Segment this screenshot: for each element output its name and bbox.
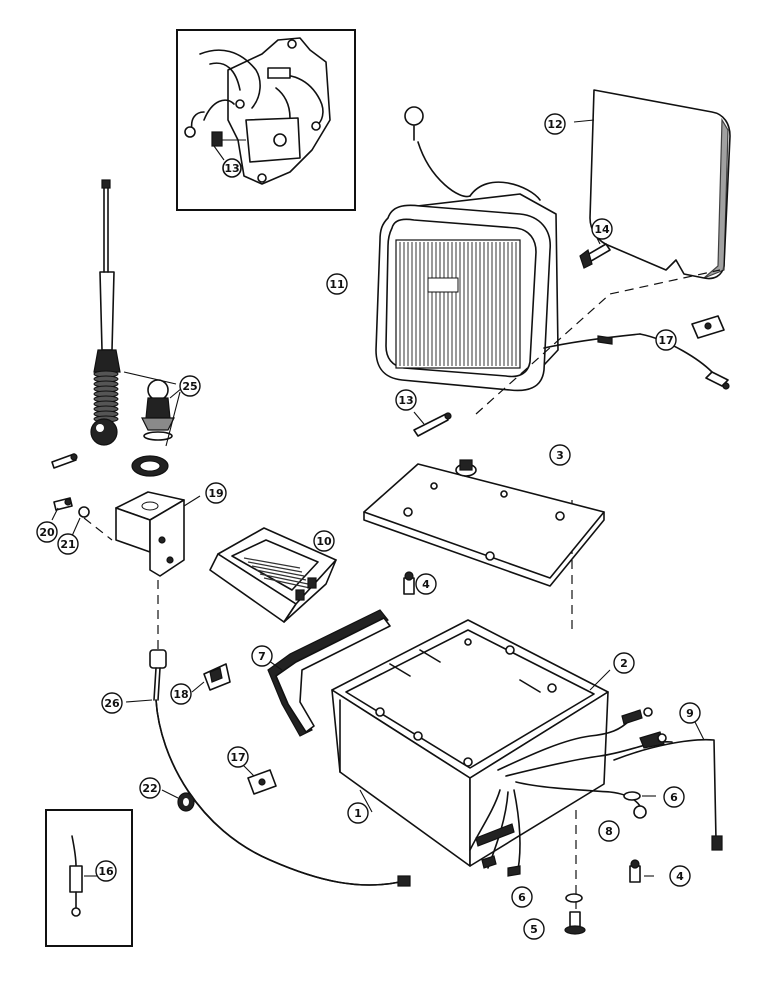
callout-p20: 20 [39,526,55,539]
callout-p9-circle [679,702,701,724]
callout-p7-circle [251,645,273,667]
cover-plate [573,89,731,280]
alignment-line-nut [83,517,113,541]
callout-p1-circle [347,802,369,824]
callout-p19: 19 [208,487,223,500]
callout-15-circle [222,158,242,178]
callout-p17a-circle [655,329,677,351]
callout-p9: 9 [686,707,694,720]
callout-p22-circle [139,777,161,799]
callout-p4a-circle [415,573,437,595]
wire-harness [469,707,673,877]
callout-p4a: 4 [422,578,430,591]
screw-14 [579,235,611,269]
callout-p3: 3 [556,449,564,462]
callout-p22: 22 [142,782,157,795]
callout-p17a: 17 [658,334,673,347]
stud-4-upper [403,571,415,595]
antenna-cable [125,649,411,887]
speaker-assembly [375,106,730,392]
callout-p6a-circle [511,886,533,908]
callout-p5-circle [523,918,545,940]
mounting-plate [363,459,605,587]
radio-unit [209,527,337,623]
callout-p21-circle [57,533,79,555]
callout-p5: 5 [530,923,538,936]
washer-6-lower [565,893,583,903]
screw-13 [413,411,452,437]
callout-p4b: 4 [676,870,684,883]
callout-p26-circle [101,692,123,714]
callout-p2: 2 [620,657,628,670]
inset-fuse-detail [45,809,133,947]
callout-p6a: 6 [518,891,526,904]
antenna-assembly [51,179,183,477]
callout-p3-circle [549,444,571,466]
grommet-22 [161,789,195,812]
clip-17-lower [239,761,277,795]
callout-p2-circle [613,652,635,674]
bracket-19 [115,491,201,577]
radio-housing [331,619,611,867]
callout-p4b-circle [669,865,691,887]
callout-p10-circle [313,530,335,552]
washer-21 [71,506,90,537]
callout-p6b: 6 [670,791,678,804]
callout-p21: 21 [60,538,75,551]
callout-p8-circle [598,820,620,842]
callout-p11: 11 [329,278,344,291]
callout-p14: 14 [594,223,610,236]
callout-p16: 16 [98,865,114,878]
callout-p25: 25 [182,380,197,393]
clip-18 [191,663,231,693]
callout-p13: 13 [398,394,413,407]
ground-wire-9 [613,719,723,851]
callout-p17b: 17 [230,751,245,764]
callout-p11-circle [326,273,348,295]
callout-p18-circle [170,683,192,705]
inset-wiring-detail: 13 [176,29,356,211]
callout-p25-circle [179,375,201,397]
callout-p19-circle [205,482,227,504]
bolt-5 [564,911,586,935]
stud-4-lower [629,859,654,883]
callout-p16-circle [95,860,117,882]
callout-p12-circle [544,113,566,135]
callout-p14-circle [591,218,613,240]
washer-6-upper [623,791,656,801]
callout-p17b-circle [227,746,249,768]
callout-p7: 7 [258,650,266,663]
bolt-20 [51,497,73,521]
callout-p20-circle [36,521,58,543]
callout-p6b-circle [663,786,685,808]
callout-layer: 1234456678910111213141617171819202122252… [36,113,701,940]
callout-15: 13 [224,162,239,175]
callout-p13-circle [395,389,417,411]
callout-p12: 12 [547,118,562,131]
callout-p18: 18 [173,688,188,701]
callout-p26: 26 [104,697,120,710]
speaker-grille [395,239,521,369]
callout-p10: 10 [316,535,332,548]
callout-p8: 8 [605,825,613,838]
callout-p1: 1 [354,807,362,820]
weather-strip [261,609,391,737]
